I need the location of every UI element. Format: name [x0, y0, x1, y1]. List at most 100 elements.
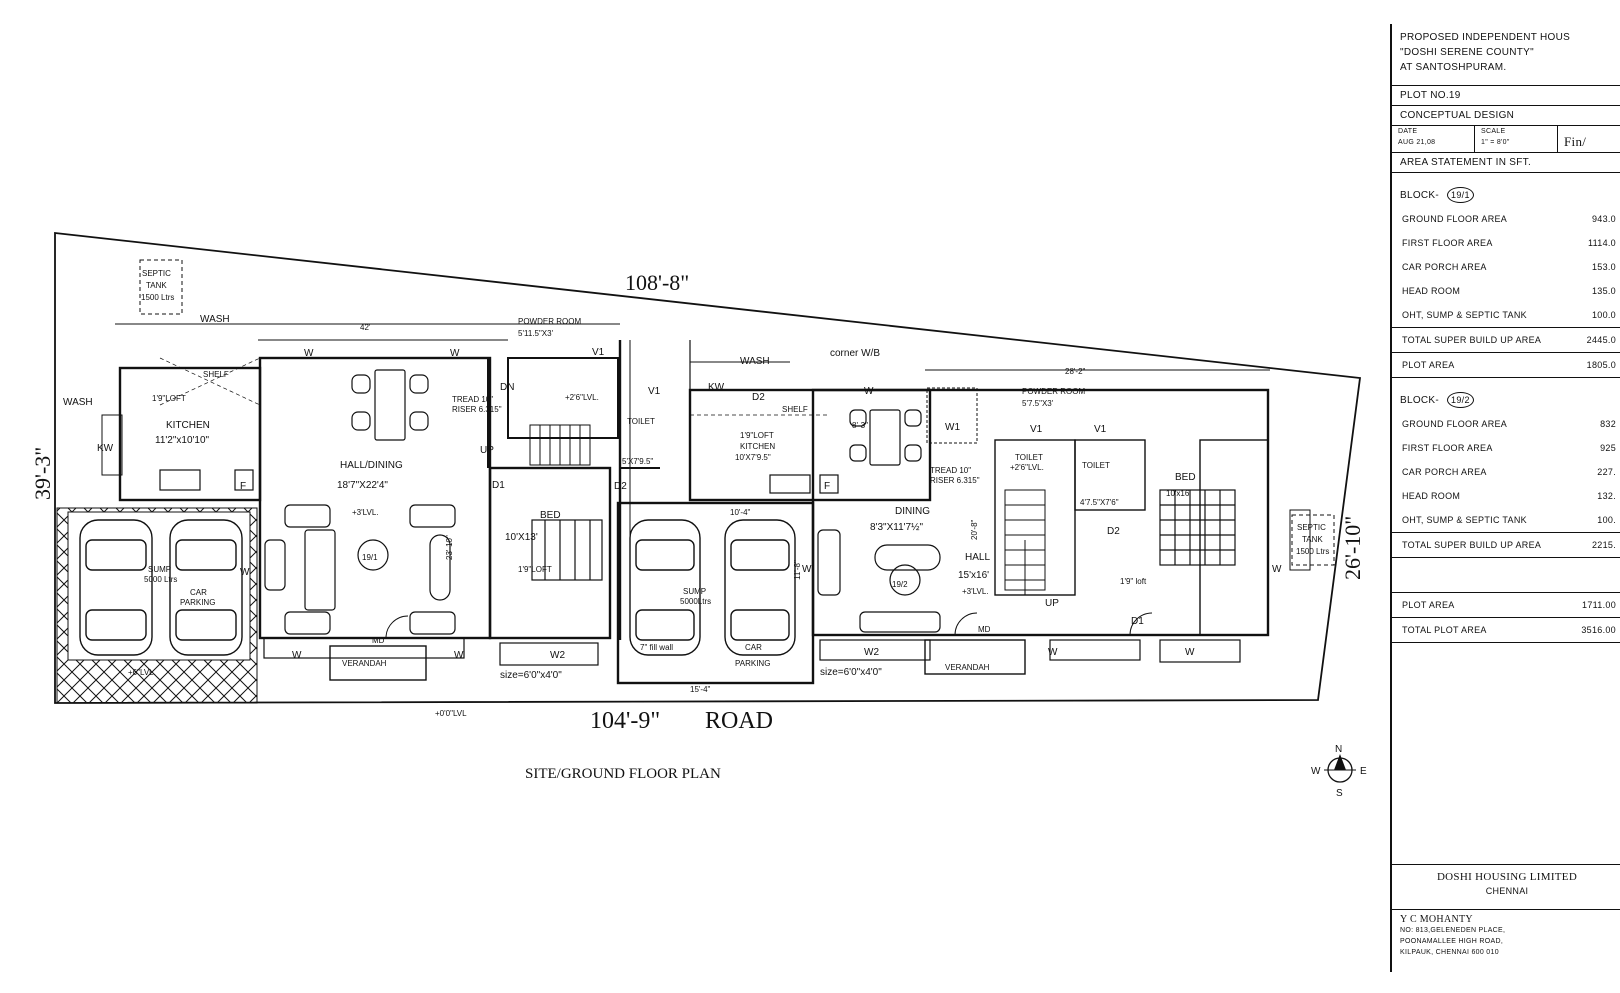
stair-note: RISER 6.315" — [452, 405, 502, 414]
loft-label: 1'9"LOFT — [740, 431, 774, 440]
room-label: KITCHEN — [166, 420, 210, 431]
stair-note: TREAD 10" — [930, 466, 971, 475]
door-mark: D2 — [1107, 526, 1120, 537]
level-label: +3'LVL. — [352, 508, 379, 517]
sump-label: SUMP — [683, 587, 706, 596]
room-dim: 18'7"X22'4" — [337, 480, 388, 491]
window-mark: W — [292, 650, 302, 661]
block-label: BLOCK- — [1400, 189, 1440, 201]
address-line: NO: 813,GELENEDEN PLACE, — [1400, 927, 1506, 934]
ventilator-mark: V1 — [1094, 424, 1107, 435]
sump-label: 5000 Ltrs — [144, 575, 177, 584]
dim-parking-top: 10'-4" — [730, 508, 751, 517]
car-label: PARKING — [180, 598, 215, 607]
septic-label: 1500 Ltrs — [141, 293, 174, 302]
opening-marks: W W W W W W W W W W W1 W2 W2 V1 V1 V1 V1… — [240, 347, 1282, 661]
area-heading: AREA STATEMENT IN SFT. — [1392, 152, 1620, 173]
architect-name: Y C MOHANTY — [1400, 914, 1473, 925]
compass-icon: N S W E — [1311, 744, 1367, 799]
company-block: DOSHI HOUSING LIMITED CHENNAI — [1392, 864, 1620, 896]
architect-block: Y C MOHANTY NO: 813,GELENEDEN PLACE, POO… — [1392, 909, 1620, 962]
room-label: HALL — [965, 552, 990, 563]
door-mark: D2 — [614, 481, 627, 492]
compass-e: E — [1360, 766, 1367, 777]
door-md: MD — [978, 625, 991, 634]
signature: Fin/ — [1564, 134, 1587, 149]
septic-tank — [139, 259, 183, 315]
wash-label: WASH — [740, 356, 770, 367]
project-line: PROPOSED INDEPENDENT HOUS — [1400, 32, 1571, 43]
loft-label: 1'9"LOFT — [152, 394, 186, 403]
room-dim: 5'X7'9.5" — [622, 457, 653, 466]
loft-label: 1'9"LOFT — [518, 565, 552, 574]
room-dim: 5'7.5"X3' — [1022, 399, 1054, 408]
wash-label: WASH — [63, 397, 93, 408]
door-mark: D2 — [752, 392, 765, 403]
size-note: size=6'0"x4'0" — [820, 667, 882, 678]
septic-label: 1500 Ltrs — [1296, 547, 1329, 556]
room-label: POWDER ROOM — [1022, 387, 1085, 396]
scale-label: SCALE — [1481, 128, 1506, 135]
date-label: DATE — [1398, 128, 1418, 135]
door-md: MD — [372, 636, 385, 645]
level-label: +2'6"LVL. — [565, 393, 599, 402]
house-19-2-walls — [616, 340, 1311, 685]
sump-label: 5000Ltrs — [680, 597, 711, 606]
project-heading: PROPOSED INDEPENDENT HOUS "DOSHI SERENE … — [1392, 24, 1620, 79]
dim-left-house: 42' — [360, 323, 371, 332]
room-dim: 10'X7'9.5" — [735, 453, 771, 462]
window-mark: W2 — [550, 650, 565, 661]
ventilator-mark: V1 — [592, 347, 605, 358]
ventilator-mark: V1 — [1030, 424, 1043, 435]
septic-label: TANK — [1302, 535, 1323, 544]
stair-up: UP — [1045, 598, 1059, 609]
stair-note: TREAD 10" — [452, 395, 493, 404]
room-dim: 10'x16' — [1166, 489, 1191, 498]
plot-no: PLOT NO.19 — [1392, 85, 1620, 105]
block-1-header: BLOCK- 19/1 — [1392, 173, 1620, 207]
room-label: DINING — [895, 506, 930, 517]
room-label: BED — [1175, 472, 1196, 483]
stair-dn: DN — [500, 382, 514, 393]
septic-label: SEPTIC — [1297, 523, 1326, 532]
room-dim: 10'X13' — [505, 532, 538, 543]
corner-wb-label: corner W/B — [830, 348, 880, 359]
kw-label: KW — [708, 382, 725, 393]
drawing-title: SITE/GROUND FLOOR PLAN — [525, 766, 721, 782]
car-label: PARKING — [735, 659, 770, 668]
septic-label: SEPTIC — [142, 269, 171, 278]
window-mark: W — [304, 348, 314, 359]
loft-label: 1'9" loft — [1120, 577, 1147, 586]
company-city: CHENNAI — [1485, 886, 1529, 896]
address-line: POONAMALLEE HIGH ROAD, — [1400, 938, 1504, 945]
dim-left: 39'-3" — [30, 447, 55, 500]
title-block: PROPOSED INDEPENDENT HOUS "DOSHI SERENE … — [1390, 24, 1620, 972]
wall-note: 7" fill wall — [640, 643, 673, 652]
room-dim: 11'2"x10'10" — [155, 435, 210, 446]
level-label: +6"LVL. — [128, 668, 156, 677]
car-icon — [629, 519, 796, 656]
project-line: "DOSHI SERENE COUNTY" — [1400, 47, 1534, 58]
room-dim: 15'x16' — [958, 570, 989, 581]
dim-parking-bottom: 15'-4" — [690, 685, 711, 694]
parking-dim: 11'-8" — [793, 560, 802, 580]
shelf-label: SHELF — [782, 405, 808, 414]
door-mark: D1 — [492, 480, 505, 491]
door-mark: D1 — [1131, 616, 1144, 627]
house-19-1-furniture — [159, 369, 603, 635]
window-mark: W — [450, 348, 460, 359]
room-label: TOILET — [1082, 461, 1110, 470]
hall-dim: 20'-8" — [970, 519, 979, 540]
